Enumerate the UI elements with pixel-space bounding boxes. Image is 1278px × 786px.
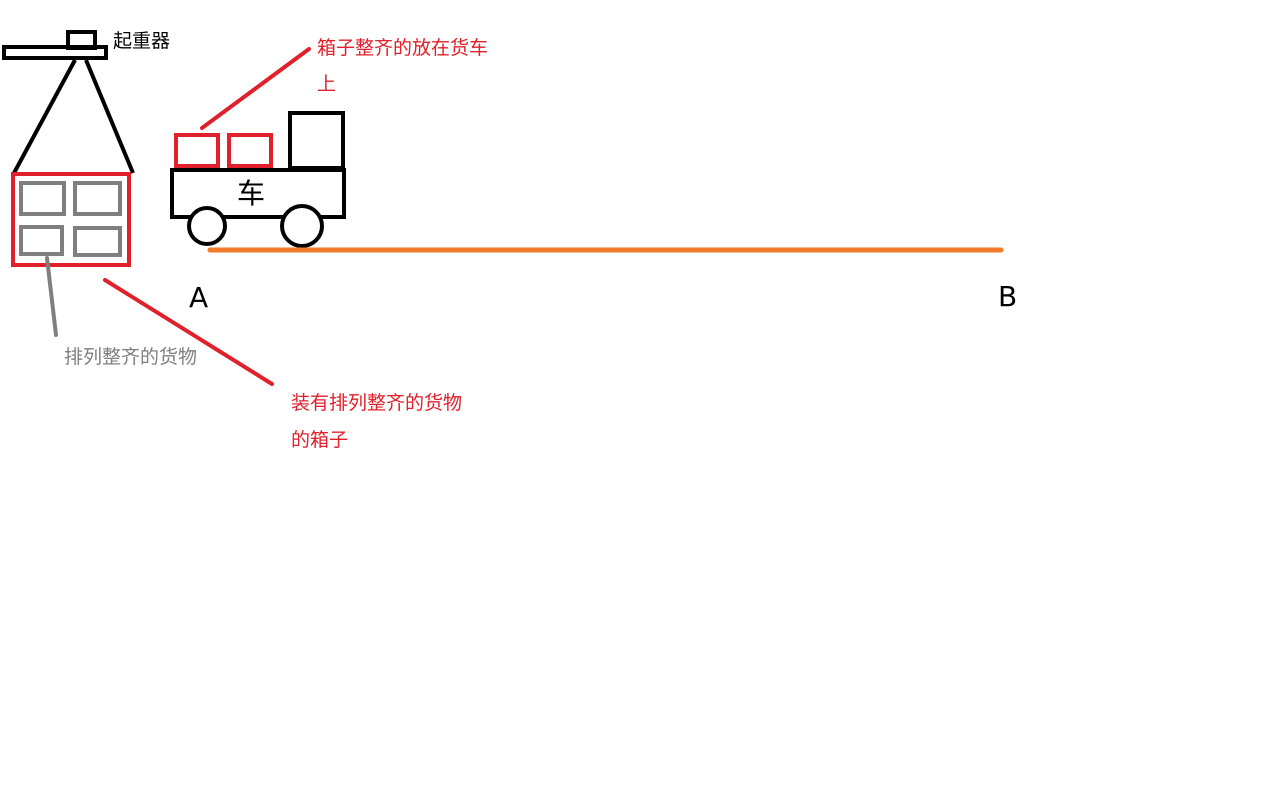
crane-cab: [66, 30, 97, 50]
goods-item: [19, 181, 66, 216]
boxes-on-truck-label: 箱子整齐的放在货车 上: [317, 37, 489, 95]
truck-bed: [170, 168, 346, 219]
truck-wheel-rear: [187, 206, 227, 246]
pointer-boxes-with-goods: [103, 278, 274, 386]
arranged-goods-label: 排列整齐的货物: [64, 346, 198, 368]
crane: [2, 30, 135, 174]
pointer-boxes-on-truck: [200, 47, 311, 130]
goods-item: [19, 225, 64, 256]
crane-cable-right: [84, 59, 135, 174]
box-outline: [11, 172, 131, 267]
crane-arm: [2, 45, 108, 60]
boxes-with-goods-label: 装有排列整齐的货物 的箱子: [291, 392, 463, 451]
truck: [170, 111, 346, 248]
hanging-box: [11, 172, 131, 267]
truck-cab: [288, 111, 345, 170]
truck-cargo-box: [227, 133, 273, 168]
goods-item: [73, 226, 122, 257]
goods-item: [73, 181, 122, 216]
pointer-arranged-goods: [45, 256, 58, 337]
crane-cable-left: [12, 59, 77, 174]
point-b-label: B: [998, 280, 1018, 313]
truck-wheel-front: [280, 204, 324, 248]
truck-cargo-box: [174, 133, 220, 168]
truck-label: 车: [237, 177, 266, 210]
point-a-label: A: [189, 281, 209, 314]
crane-label: 起重器: [113, 30, 171, 52]
